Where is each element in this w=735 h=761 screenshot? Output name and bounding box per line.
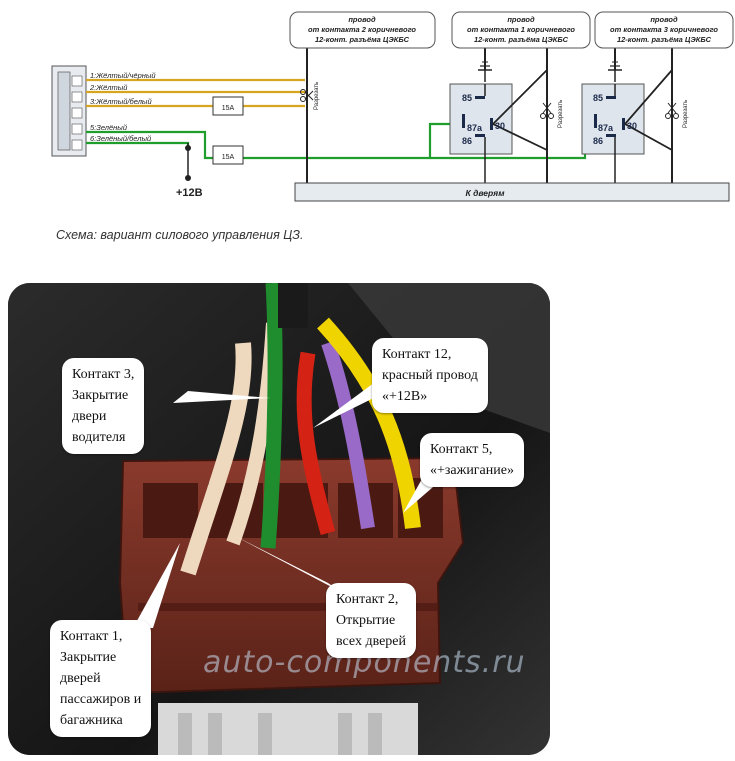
power-tap: +12В — [176, 143, 203, 199]
callout-contact-1: Контакт 1, Закрытие дверей пассажиров и … — [50, 620, 152, 737]
fuse-1: 15А — [212, 96, 244, 116]
svg-text:провод: провод — [507, 15, 535, 24]
relay-2: 85 87a 30 86 — [581, 61, 673, 183]
wire-label-6: 6:Зелёный/белый — [90, 134, 152, 143]
fuse-2: 15А — [212, 145, 244, 165]
svg-text:от контакта 2 коричневого: от контакта 2 коричневого — [308, 25, 416, 34]
cut-label-3: Разрезать — [683, 100, 689, 128]
svg-text:85: 85 — [593, 93, 603, 103]
svg-text:30: 30 — [627, 121, 637, 131]
wire-label-3: 3:Жёлтый/белый — [90, 97, 152, 106]
yellow-wires — [86, 78, 305, 108]
callout-contact-2: Контакт 2, Открытие всех дверей — [326, 583, 417, 658]
header-box-2: провод от контакта 1 коричневого 12-конт… — [451, 11, 591, 49]
cut-label-2: Разрезать — [558, 100, 564, 128]
svg-text:12-конт. разъёма ЦЭКБС: 12-конт. разъёма ЦЭКБС — [617, 35, 712, 44]
svg-text:86: 86 — [593, 136, 603, 146]
bus-label: К дверям — [466, 188, 506, 198]
connector-block — [51, 65, 87, 157]
wiring-schematic: 15А 15А +12В 1:Жёлтый/чёрный 2:Жёлтый 3:… — [51, 11, 734, 202]
fuse-2-label: 15А — [222, 154, 235, 161]
callout-contact-3: Контакт 3, Закрытие двери водителя — [62, 358, 145, 454]
svg-text:от контакта 1 коричневого: от контакта 1 коричневого — [467, 25, 575, 34]
wire-label-5: 5:Зелёный — [90, 123, 128, 132]
cut-label-1: Разрезать — [314, 82, 320, 110]
callout-contact-12: Контакт 12, красный провод «+12В» — [372, 338, 488, 413]
power-label: +12В — [176, 187, 203, 199]
relay-1: 85 87a 30 86 — [449, 61, 548, 183]
svg-text:провод: провод — [650, 15, 678, 24]
connector-photo: auto-components.ru Контакт 3, Закрытие д… — [8, 283, 550, 755]
callout-contact-5: Контакт 5, «+зажигание» — [420, 433, 524, 487]
scissors-icon-3: Разрезать — [665, 100, 689, 128]
fuse-1-label: 15А — [222, 105, 235, 112]
svg-text:85: 85 — [462, 93, 472, 103]
scissors-icon-1: Разрезать — [300, 82, 320, 110]
wire-label-2: 2:Жёлтый — [89, 83, 128, 92]
green-wires — [86, 122, 592, 160]
wire-labels: 1:Жёлтый/чёрный 2:Жёлтый 3:Жёлтый/белый … — [89, 71, 156, 143]
svg-text:12-конт. разъёма ЦЭКБС: 12-конт. разъёма ЦЭКБС — [315, 35, 410, 44]
header-box-1: провод от контакта 2 коричневого 12-конт… — [289, 11, 436, 49]
wire-label-1: 1:Жёлтый/чёрный — [90, 71, 156, 80]
svg-text:87a: 87a — [598, 123, 614, 133]
svg-text:от контакта 3 коричневого: от контакта 3 коричневого — [610, 25, 718, 34]
schematic-caption: Схема: вариант силового управления ЦЗ. — [56, 228, 304, 242]
svg-text:12-конт. разъёма ЦЭКБС: 12-конт. разъёма ЦЭКБС — [474, 35, 569, 44]
svg-text:провод: провод — [348, 15, 376, 24]
header-box-3: провод от контакта 3 коричневого 12-конт… — [594, 11, 734, 49]
scissors-icon-2: Разрезать — [540, 100, 564, 128]
svg-text:87a: 87a — [467, 123, 483, 133]
svg-text:30: 30 — [495, 121, 505, 131]
svg-text:86: 86 — [462, 136, 472, 146]
door-bus: К дверям — [294, 182, 730, 202]
